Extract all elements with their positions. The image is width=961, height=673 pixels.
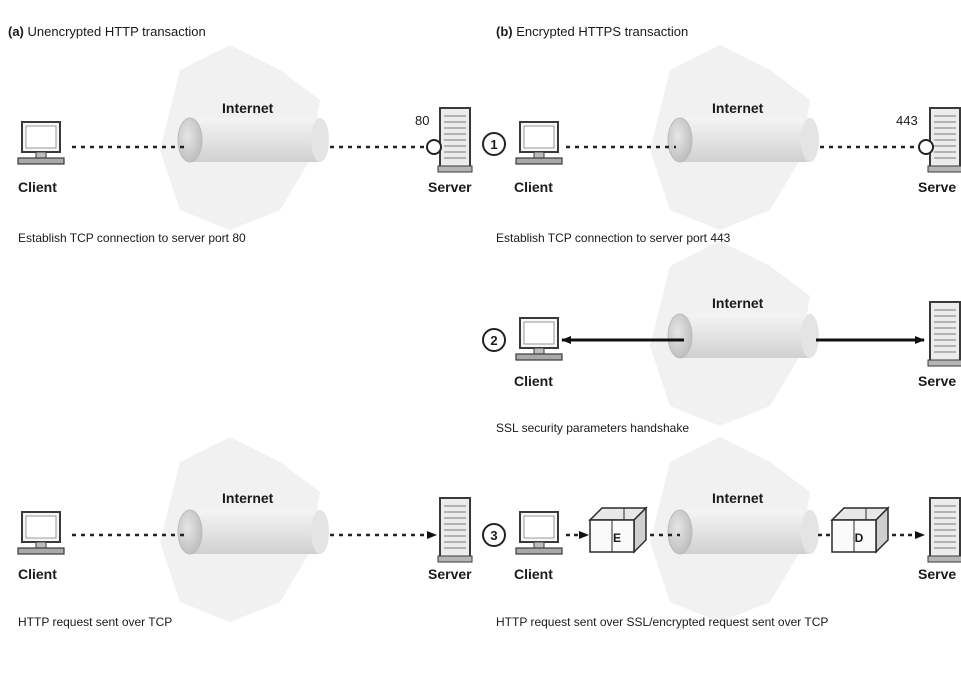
encrypt-letter: E xyxy=(613,531,621,545)
caption-b1: Establish TCP connection to server port … xyxy=(496,231,731,245)
caption-a1: Establish TCP connection to server port … xyxy=(18,231,246,245)
step-1-badge xyxy=(482,132,506,156)
port-label: 80 xyxy=(415,113,429,128)
internet-tube xyxy=(649,44,820,231)
server-label: Server xyxy=(428,566,472,582)
client-icon xyxy=(515,511,563,555)
client-icon xyxy=(17,511,65,555)
server-icon xyxy=(927,497,961,563)
client-icon xyxy=(17,121,65,165)
client-label: Client xyxy=(514,566,553,582)
step-2-number: 2 xyxy=(490,333,497,348)
port-label: 443 xyxy=(896,113,918,128)
client-label: Client xyxy=(514,179,553,195)
internet-label: Internet xyxy=(222,100,274,116)
panel-b-step3: Internet 3 Client E D Serve HTTP request… xyxy=(482,436,961,629)
internet-label: Internet xyxy=(712,490,764,506)
caption-b2: SSL security parameters handshake xyxy=(496,421,689,435)
internet-label: Internet xyxy=(712,100,764,116)
port-circle xyxy=(918,139,934,155)
step-3-number: 3 xyxy=(490,528,497,543)
panel-b-step1: Internet 1 Client 443 Serve Establish TC… xyxy=(482,44,961,245)
client-label: Client xyxy=(18,566,57,582)
server-icon xyxy=(437,107,473,173)
internet-tube xyxy=(159,44,330,231)
panel-b-title: Encrypted HTTPS transaction xyxy=(516,24,688,39)
panel-b-header: (b) Encrypted HTTPS transaction xyxy=(496,24,688,39)
server-icon xyxy=(437,497,473,563)
panel-a-title: Unencrypted HTTP transaction xyxy=(28,24,206,39)
panel-a-letter: (a) xyxy=(8,24,24,39)
internet-tube xyxy=(649,436,820,623)
caption-a3: HTTP request sent over TCP xyxy=(18,615,172,629)
internet-tube xyxy=(159,436,330,623)
decrypt-letter: D xyxy=(855,531,864,545)
panel-a-header: (a) Unencrypted HTTP transaction xyxy=(8,24,206,39)
caption-b3: HTTP request sent over SSL/encrypted req… xyxy=(496,615,828,629)
server-icon xyxy=(927,301,961,367)
step-2-badge xyxy=(482,328,506,352)
server-label: Serve xyxy=(918,566,956,582)
internet-label: Internet xyxy=(222,490,274,506)
panel-b-step2: Internet 2 Client Serve SSL security par… xyxy=(482,240,961,435)
internet-label: Internet xyxy=(712,295,764,311)
server-label: Serve xyxy=(918,373,956,389)
client-label: Client xyxy=(18,179,57,195)
internet-tube xyxy=(649,240,820,427)
step-1-number: 1 xyxy=(490,137,497,152)
server-icon xyxy=(927,107,961,173)
panel-b-letter: (b) xyxy=(496,24,513,39)
client-icon xyxy=(515,317,563,361)
client-label: Client xyxy=(514,373,553,389)
server-label: Serve xyxy=(918,179,956,195)
panel-a-step1: Internet Client 80 Server Establish TCP … xyxy=(17,44,473,245)
decrypted-box xyxy=(831,507,889,553)
panel-a-step3: Internet Client Server HTTP request sent… xyxy=(17,436,473,629)
step-3-badge xyxy=(482,523,506,547)
client-icon xyxy=(515,121,563,165)
server-label: Server xyxy=(428,179,472,195)
encrypted-box xyxy=(589,507,647,553)
port-circle xyxy=(426,139,442,155)
